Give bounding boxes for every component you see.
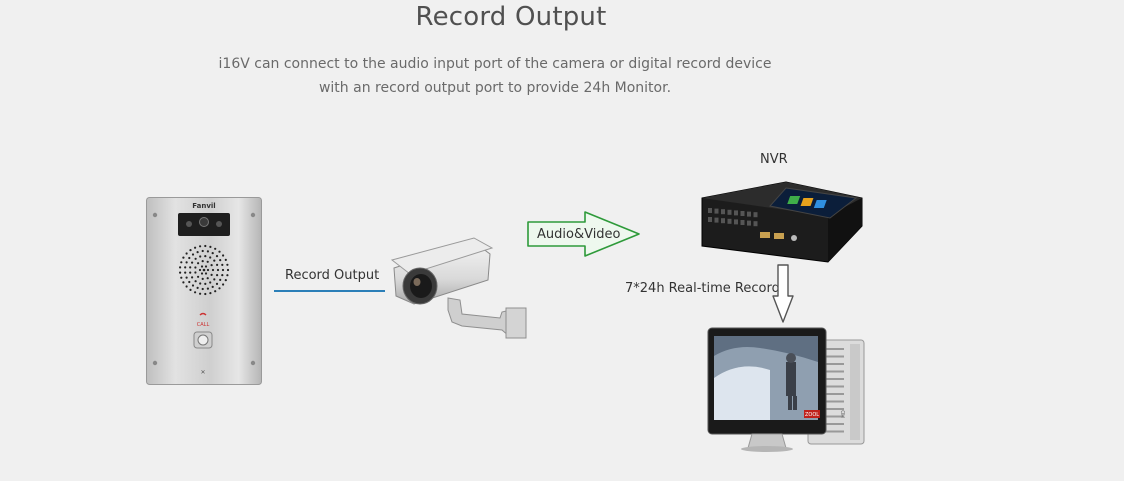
description-line-1: i16V can connect to the audio input port… — [218, 56, 772, 72]
intercom-device-image: Fanvil CALL ✕ — [146, 197, 262, 385]
security-camera-image — [390, 237, 527, 339]
record-output-line — [274, 290, 385, 292]
description-line-2: with an record output port to provide 24… — [318, 80, 672, 96]
monitor-computer-image: HD ZOOL — [707, 327, 865, 452]
page-description: i16V can connect to the audio input port… — [0, 52, 990, 100]
nvr-device-image — [701, 181, 863, 263]
intercom-brand-text: Fanvil — [192, 202, 215, 210]
realtime-record-label: 7*24h Real-time Record — [625, 281, 780, 296]
nvr-label: NVR — [760, 152, 788, 167]
intercom-call-text: CALL — [197, 322, 210, 328]
audio-video-label: Audio&Video — [537, 227, 621, 242]
svg-text:✕: ✕ — [200, 369, 205, 376]
monitor-badge-text: ZOOL — [805, 412, 819, 418]
tower-label: HD — [841, 410, 847, 418]
page-title: Record Output — [415, 2, 607, 32]
record-output-label: Record Output — [285, 268, 380, 283]
audio-video-arrow — [527, 211, 640, 257]
down-arrow — [772, 264, 794, 323]
